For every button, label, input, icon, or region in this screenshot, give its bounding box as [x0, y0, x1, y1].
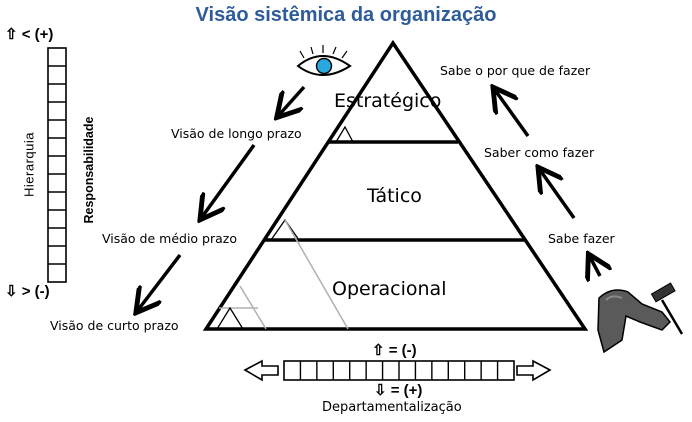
corner-triangle-bottom	[216, 306, 244, 330]
right-hollow-arrow-icon	[516, 359, 552, 382]
label-knows-do: Sabe fazer	[548, 231, 615, 246]
label-long-term: Visão de longo prazo	[171, 126, 302, 141]
eye-icon	[296, 45, 352, 76]
arrow-arm-to-do	[590, 257, 600, 276]
label-short-term: Visão de curto prazo	[50, 318, 179, 333]
horizontal-scale-top-symbol: ⇧ = (-)	[372, 342, 417, 359]
label-knows-why: Sabe o por que de fazer	[440, 63, 591, 78]
horizontal-scale-bottom-symbol: ⇩ = (+)	[374, 382, 423, 399]
left-arrows	[138, 85, 306, 310]
arm-hammer-icon	[597, 282, 684, 354]
pyramid	[202, 39, 589, 331]
level-tactical: Tático	[367, 185, 422, 207]
label-medium-term: Visão de médio prazo	[102, 231, 237, 246]
left-hollow-arrow-icon	[243, 359, 279, 382]
level-strategic: Estratégico	[334, 90, 442, 112]
vertical-scale-bar	[47, 47, 67, 283]
grey-diagonal-long	[284, 219, 349, 330]
vertical-scale	[47, 47, 67, 283]
pyramid-outline	[202, 39, 589, 331]
arrow-eye-to-long	[279, 85, 306, 115]
arrow-do-to-how	[540, 170, 576, 220]
right-arrows	[495, 90, 600, 276]
arrow-how-to-why	[495, 90, 530, 138]
level-operational: Operacional	[332, 278, 447, 300]
page-title: Visão sistêmica da organização	[195, 4, 497, 26]
label-hierarchy: Hierarquia	[21, 132, 37, 197]
label-knows-how: Saber como fazer	[484, 145, 595, 160]
label-responsibility: Responsabilidade	[82, 116, 96, 224]
vertical-scale-top-symbol: ⇧ < (+)	[5, 26, 54, 43]
vertical-scale-bottom-symbol: ⇩ > (-)	[5, 283, 50, 300]
label-departmentalization: Departamentalização	[322, 400, 462, 415]
corner-triangle-top	[335, 125, 354, 143]
arrow-long-to-medium	[202, 143, 256, 217]
arrow-medium-to-short	[138, 253, 182, 310]
horizontal-scale	[243, 359, 552, 382]
